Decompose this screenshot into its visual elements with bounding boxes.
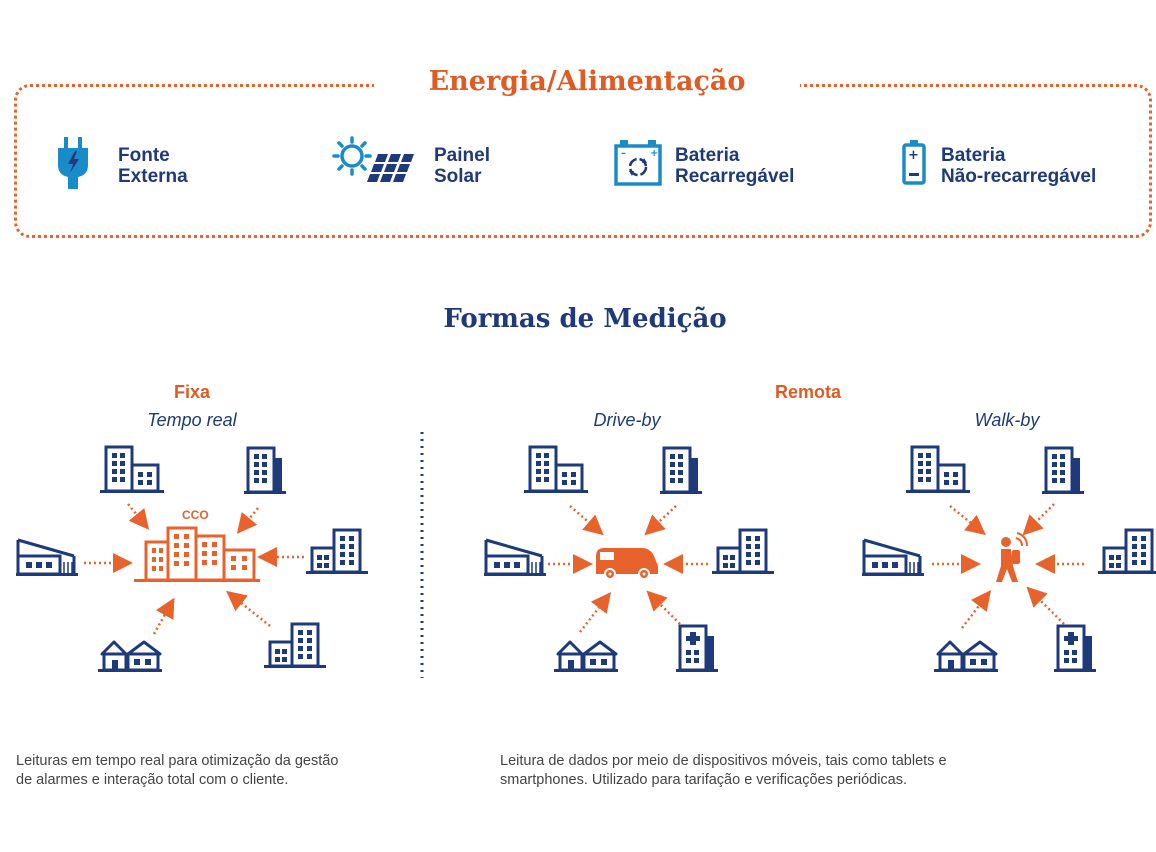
remote-title: Remota (774, 382, 841, 402)
description-line: de alarmes e interação total com o clien… (16, 772, 289, 788)
fixed-title: Fixa (173, 382, 211, 402)
cco-label: CCO (182, 508, 209, 522)
source-label-solar: Painel Solar (434, 145, 490, 187)
source-line1: Fonte (118, 145, 170, 166)
fixed-description: Leituras em tempo real para otimização d… (16, 752, 338, 790)
source-label-battery: Bateria Não-recarregável (941, 145, 1096, 187)
walkby-subtitle: Walk-by (974, 410, 1040, 430)
description-line: Leitura de dados por meio de dispositivo… (500, 753, 947, 769)
fixed-subtitle: Tempo real (147, 410, 237, 430)
source-label-rechargeable: Bateria Recarregável (675, 145, 794, 187)
measurement-title: Formas de Medição (443, 304, 727, 334)
source-line2: Não-recarregável (941, 166, 1097, 187)
energy-title: Energia/Alimentação (374, 60, 800, 104)
van-icon (596, 548, 658, 580)
remote-description: Leitura de dados por meio de dispositivo… (500, 752, 947, 790)
fixed-group: CCO (14, 445, 370, 674)
walking-person-icon (996, 532, 1028, 582)
source-line2: Recarregável (675, 166, 795, 187)
driveby-group (482, 445, 776, 674)
source-line1: Bateria (675, 145, 740, 166)
source-line1: Bateria (941, 145, 1006, 166)
walkby-group (860, 445, 1156, 674)
driveby-subtitle: Drive-by (593, 410, 661, 430)
source-line2: Externa (118, 166, 188, 187)
description-line: Leituras em tempo real para otimização d… (16, 753, 339, 769)
source-line1: Painel (434, 145, 490, 166)
description-line: smartphones. Utilizado para tarifação e … (500, 772, 908, 788)
source-label-external: Fonte Externa (118, 145, 188, 187)
source-line2: Solar (434, 166, 482, 187)
cco-building-icon (134, 526, 260, 582)
